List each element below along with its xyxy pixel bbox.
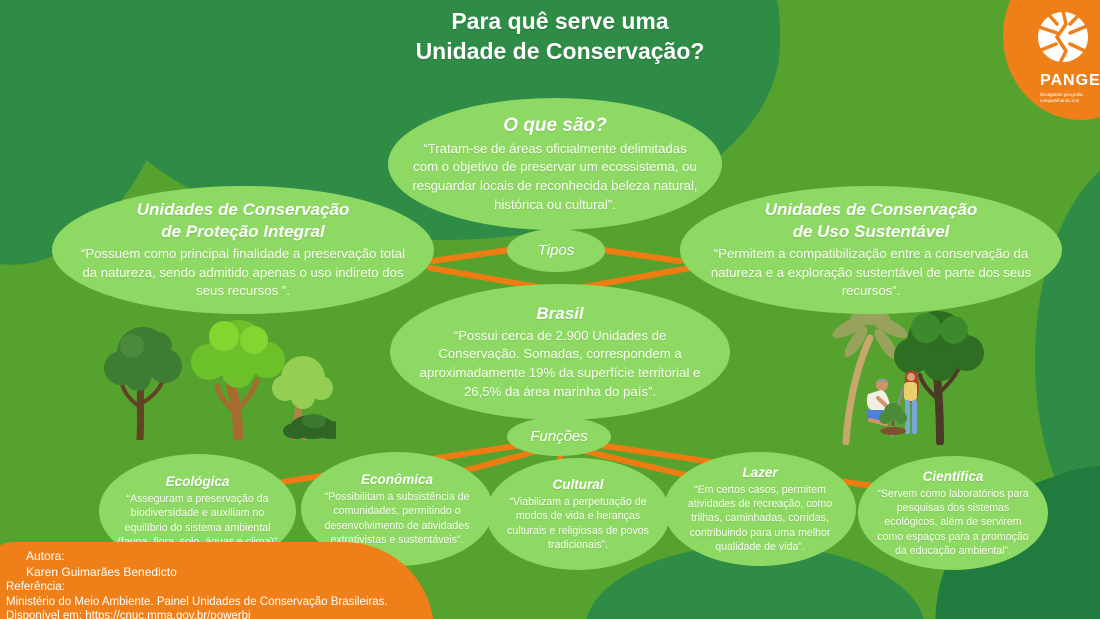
trees-illustration bbox=[104, 320, 336, 440]
node-funcao-cientifica-body: “Servem como laboratórios para pesquisas… bbox=[877, 488, 1029, 557]
node-tipos-label: Tipos bbox=[537, 242, 575, 259]
node-funcao-cultural: Cultural “Viabilizam a perpetuação de mo… bbox=[486, 458, 670, 570]
node-o-que-sao-body: “Tratam-se de áreas oficialmente delimit… bbox=[412, 140, 698, 212]
logo-tagline: Divulgando geografia, compartilhando con bbox=[1040, 92, 1084, 103]
credits-author-label: Autora: bbox=[26, 549, 65, 563]
node-o-que-sao-title: O que são? bbox=[503, 114, 607, 136]
node-funcao-ecologica-body: “Asseguram a preservação da biodiversida… bbox=[117, 493, 277, 547]
node-funcao-economica-title: Econômica bbox=[360, 472, 434, 488]
node-funcoes: Funções bbox=[507, 417, 611, 456]
page-title-line2: Unidade de Conservação? bbox=[415, 38, 705, 64]
node-brasil-title: Brasil bbox=[536, 303, 584, 323]
node-protecao-integral-title: Unidades de Conservação de Proteção Inte… bbox=[136, 200, 350, 242]
credits-author-name: Karen Guimarães Benedicto bbox=[26, 565, 177, 579]
page-title-line1: Para quê serve uma bbox=[451, 8, 669, 34]
node-funcao-cultural-body: “Viabilizam a perpetuação de modos de vi… bbox=[507, 496, 649, 551]
credits-author-block: Autora: Karen Guimarães Benedicto bbox=[26, 548, 177, 580]
pangea-globe-shards-icon bbox=[1037, 9, 1089, 65]
node-uso-sustentavel-title: Unidades de Conservação de Uso Sustentáv… bbox=[764, 200, 978, 242]
page-title: Para quê serve uma Unidade de Conservaçã… bbox=[300, 6, 820, 66]
node-o-que-sao: O que são? “Tratam-se de áreas oficialme… bbox=[388, 98, 722, 230]
node-protecao-integral: Unidades de Conservação de Proteção Inte… bbox=[52, 186, 434, 314]
tree-planting-illustration bbox=[832, 311, 984, 445]
node-funcao-cultural-title: Cultural bbox=[552, 477, 604, 493]
node-funcao-economica-body: “Possibilitam a subsistência de comunida… bbox=[324, 491, 470, 546]
node-brasil: Brasil “Possui cerca de 2.900 Unidades d… bbox=[390, 284, 730, 420]
node-brasil-body: “Possui cerca de 2.900 Unidades de Conse… bbox=[419, 327, 701, 399]
node-funcao-cientifica-title: Científica bbox=[922, 469, 984, 485]
logo-tagline-line2: compartilhando con bbox=[1040, 97, 1080, 103]
connector-tipos-left bbox=[429, 247, 512, 264]
node-protecao-integral-body: “Possuem como principal finalidade a pre… bbox=[81, 246, 405, 299]
node-funcoes-label: Funções bbox=[530, 428, 588, 445]
node-funcao-lazer-body: “Em certos casos, permitem atividades de… bbox=[687, 484, 833, 553]
credits-reference-text: Ministério do Meio Ambiente. Painel Unid… bbox=[6, 595, 388, 619]
node-funcao-lazer: Lazer “Em certos casos, permitem ativida… bbox=[664, 452, 856, 566]
node-funcao-cientifica: Científica “Servem como laboratórios par… bbox=[858, 456, 1048, 570]
node-tipos: Tipos bbox=[507, 229, 605, 272]
node-funcao-ecologica-title: Ecológica bbox=[165, 474, 230, 490]
credits-reference-label: Referência: bbox=[6, 581, 65, 593]
node-uso-sustentavel-body: “Permitem a compatibilização entre a con… bbox=[710, 246, 1032, 299]
credits-reference-block: Referência: Ministério do Meio Ambiente.… bbox=[6, 580, 410, 619]
connector-tipos-right bbox=[600, 247, 683, 264]
node-funcao-lazer-title: Lazer bbox=[742, 465, 778, 481]
logo-tagline-line1: Divulgando geografia, bbox=[1040, 92, 1084, 97]
logo-name: PANGEA bbox=[1040, 72, 1100, 89]
credits-panel: Autora: Karen Guimarães Benedicto Referê… bbox=[0, 542, 434, 619]
node-uso-sustentavel: Unidades de Conservação de Uso Sustentáv… bbox=[680, 186, 1062, 314]
